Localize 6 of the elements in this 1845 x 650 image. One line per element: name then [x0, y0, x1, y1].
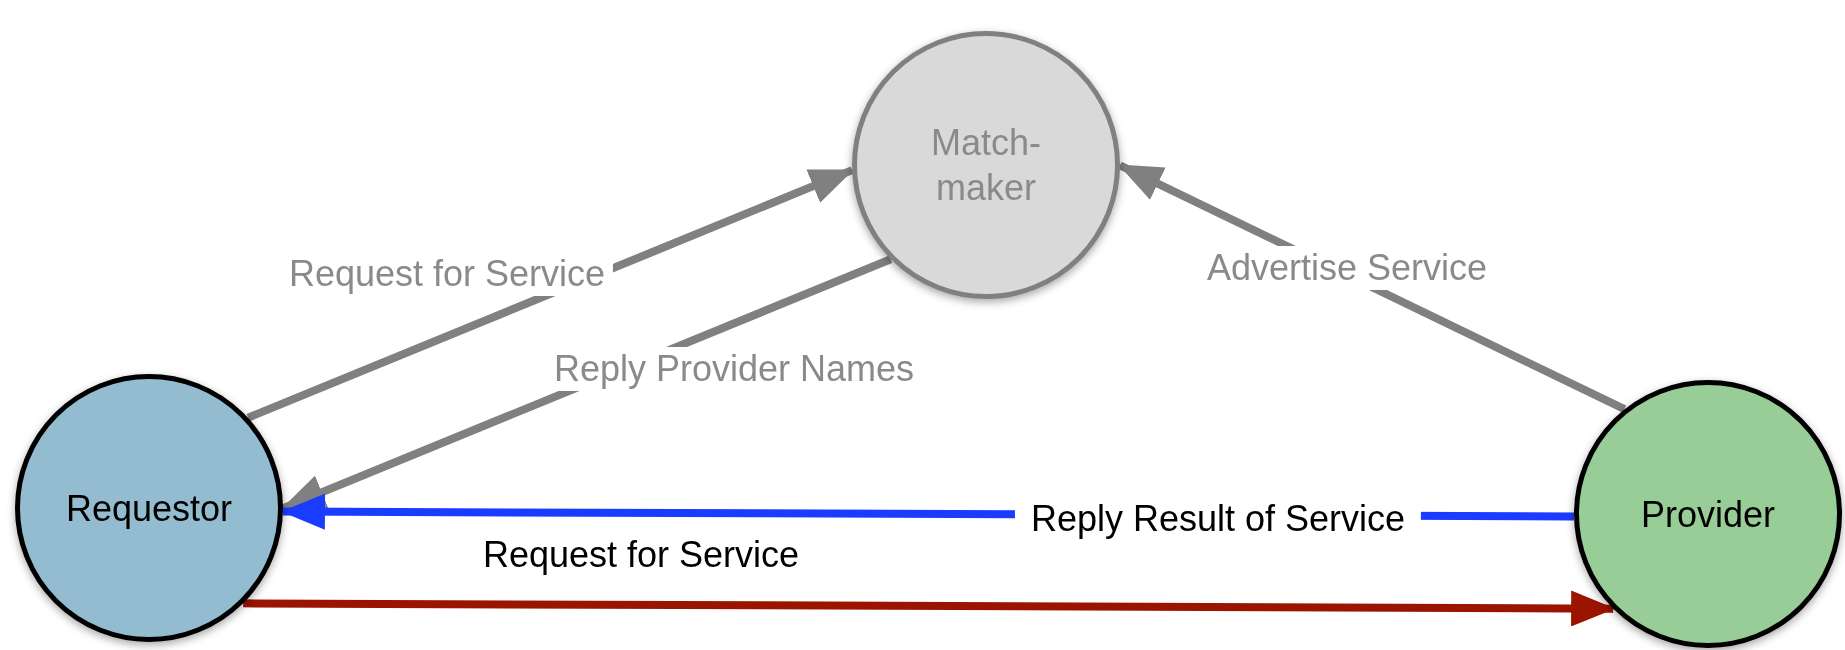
node-label: Requestor: [65, 486, 233, 531]
arrow: [243, 590, 1616, 627]
edge-label: Request for Service: [482, 533, 800, 577]
node-label: Provider: [1640, 492, 1776, 537]
arrow: [246, 166, 854, 422]
node-label: Match-maker: [930, 121, 1042, 210]
